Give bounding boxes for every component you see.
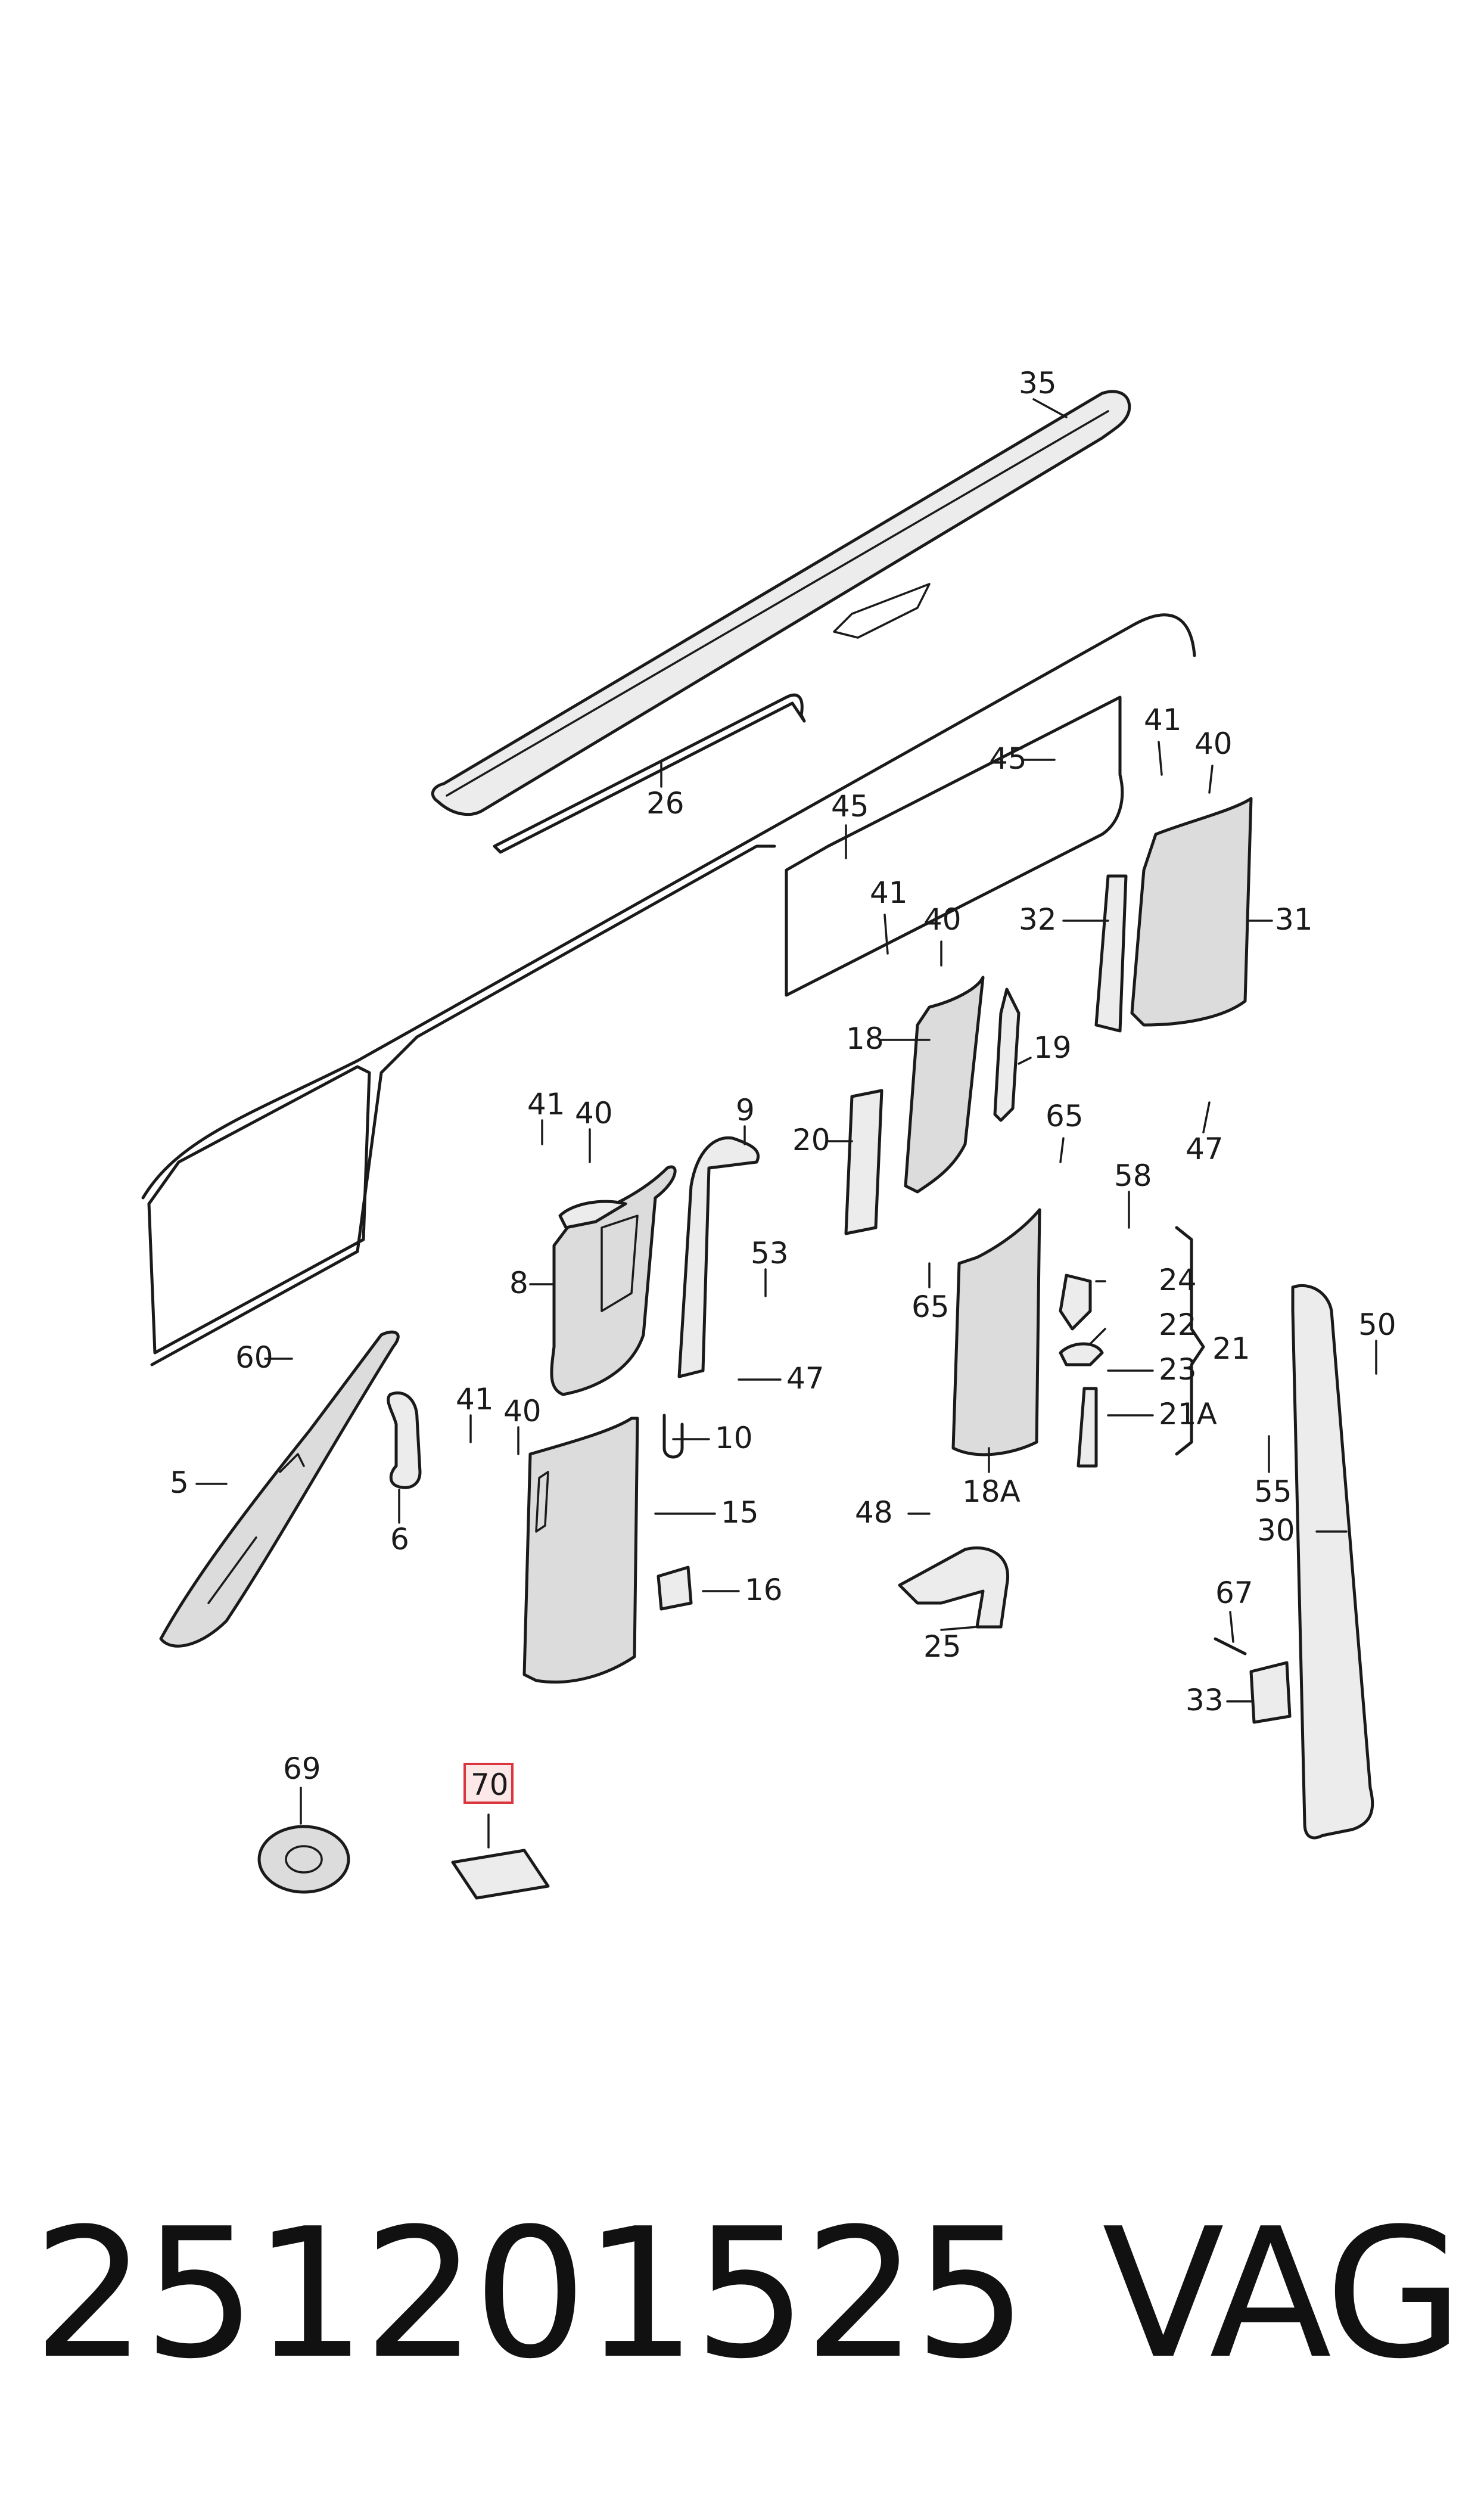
part-25-cover <box>898 1546 1009 1629</box>
part-18a-pillar-trim-lower <box>951 1208 1041 1456</box>
part-33-clip <box>1249 1661 1292 1724</box>
callout-18: 18 <box>846 1021 884 1056</box>
callout-40: 40 <box>923 902 962 937</box>
callout-6: 6 <box>390 1522 409 1557</box>
callout-65: 65 <box>911 1290 950 1324</box>
callout-5: 5 <box>170 1465 189 1500</box>
callout-20: 20 <box>792 1123 830 1157</box>
callout-24: 24 <box>1159 1263 1197 1297</box>
callout-40: 40 <box>503 1394 542 1428</box>
callout-9: 9 <box>736 1093 755 1128</box>
callout-41: 41 <box>456 1382 494 1417</box>
callout-19: 19 <box>1034 1030 1072 1065</box>
callout-31: 31 <box>1275 902 1313 937</box>
callout-70: 70 <box>471 1768 509 1802</box>
body-outline <box>141 613 1196 1200</box>
callout-45: 45 <box>831 789 869 824</box>
window-opening-front <box>147 1065 371 1355</box>
part-15-b-pillar-lower <box>522 1417 639 1684</box>
part-6-grab-handle <box>387 1391 422 1489</box>
part-5-a-pillar-trim <box>159 1330 400 1648</box>
part-26-strip <box>493 693 806 854</box>
callout-60: 60 <box>235 1340 273 1375</box>
part-22-buckle <box>1059 1342 1104 1366</box>
callout-30: 30 <box>1257 1513 1295 1548</box>
part-20-bracket <box>844 1089 883 1235</box>
part-24-link <box>1059 1274 1092 1331</box>
callout-35: 35 <box>1019 366 1057 400</box>
callout-16: 16 <box>745 1573 783 1607</box>
part-67-rivet <box>1214 1637 1247 1655</box>
part-31-rear-trim <box>1130 797 1253 1027</box>
part-8-top-flange <box>558 1200 627 1229</box>
part-9-bracket <box>677 1136 760 1378</box>
callout-23: 23 <box>1159 1352 1197 1387</box>
callout-47: 47 <box>1186 1132 1224 1166</box>
part-number: 251201525 <box>33 2190 1028 2398</box>
part-69-roll-core <box>285 1845 323 1874</box>
callout-69: 69 <box>283 1751 321 1786</box>
part-70-pad <box>451 1849 550 1900</box>
callout-41: 41 <box>870 875 908 910</box>
callout-45: 45 <box>989 741 1027 776</box>
callout-58: 58 <box>1114 1158 1152 1193</box>
callout-65: 65 <box>1046 1099 1084 1133</box>
callout-21a: 21A <box>1159 1397 1217 1431</box>
callout-21: 21 <box>1212 1331 1250 1366</box>
callout-41: 41 <box>1144 703 1182 737</box>
callout-48: 48 <box>855 1495 893 1530</box>
part-69-roll <box>257 1825 350 1894</box>
callout-22: 22 <box>1159 1307 1197 1342</box>
part-35-roof-trim-notch <box>833 583 931 639</box>
callout-33: 33 <box>1186 1683 1224 1717</box>
callout-55: 55 <box>1254 1474 1292 1509</box>
part-32-rear-strip <box>1094 874 1128 1033</box>
part-19-bracket <box>993 987 1021 1122</box>
callout-53: 53 <box>751 1236 789 1271</box>
callout-26: 26 <box>646 786 685 821</box>
callout-40: 40 <box>1194 726 1233 761</box>
callout-41: 41 <box>527 1087 565 1122</box>
brand-label: VAG <box>1102 2190 1463 2398</box>
callout-47: 47 <box>786 1361 825 1396</box>
part-21a-strap <box>1077 1387 1098 1468</box>
callout-50: 50 <box>1358 1307 1396 1342</box>
callout-15: 15 <box>721 1495 759 1530</box>
assembly-21-bracket <box>1175 1226 1205 1456</box>
part-5-detail <box>207 1453 305 1604</box>
body-outline-inner <box>150 844 776 1366</box>
leader-lines <box>195 398 1377 1849</box>
part-18-pillar-trim <box>904 976 985 1194</box>
callout-labels: 35 26 45 45 41 40 41 40 32 31 18 19 65 2… <box>170 366 1396 1802</box>
callout-18a: 18A <box>962 1474 1021 1509</box>
part-16-clip <box>657 1566 693 1611</box>
callout-40: 40 <box>575 1096 613 1130</box>
callout-67: 67 <box>1215 1576 1253 1610</box>
callout-8: 8 <box>509 1266 528 1300</box>
window-opening-rear <box>785 695 1124 997</box>
part-15-slot <box>535 1471 549 1533</box>
part-8-window <box>601 1215 639 1312</box>
part-35-roof-trim-edge <box>446 410 1109 797</box>
callout-10: 10 <box>715 1421 753 1455</box>
exploded-parts-diagram: 35 26 45 45 41 40 41 40 32 31 18 19 65 2… <box>141 366 1396 1900</box>
callout-70-highlight <box>463 1763 514 1804</box>
part-10-clip <box>662 1414 684 1459</box>
callout-32: 32 <box>1019 902 1057 937</box>
callout-25: 25 <box>923 1629 962 1664</box>
part-30-d-pillar-strip <box>1291 1284 1374 1840</box>
part-35-roof-trim <box>431 390 1131 816</box>
